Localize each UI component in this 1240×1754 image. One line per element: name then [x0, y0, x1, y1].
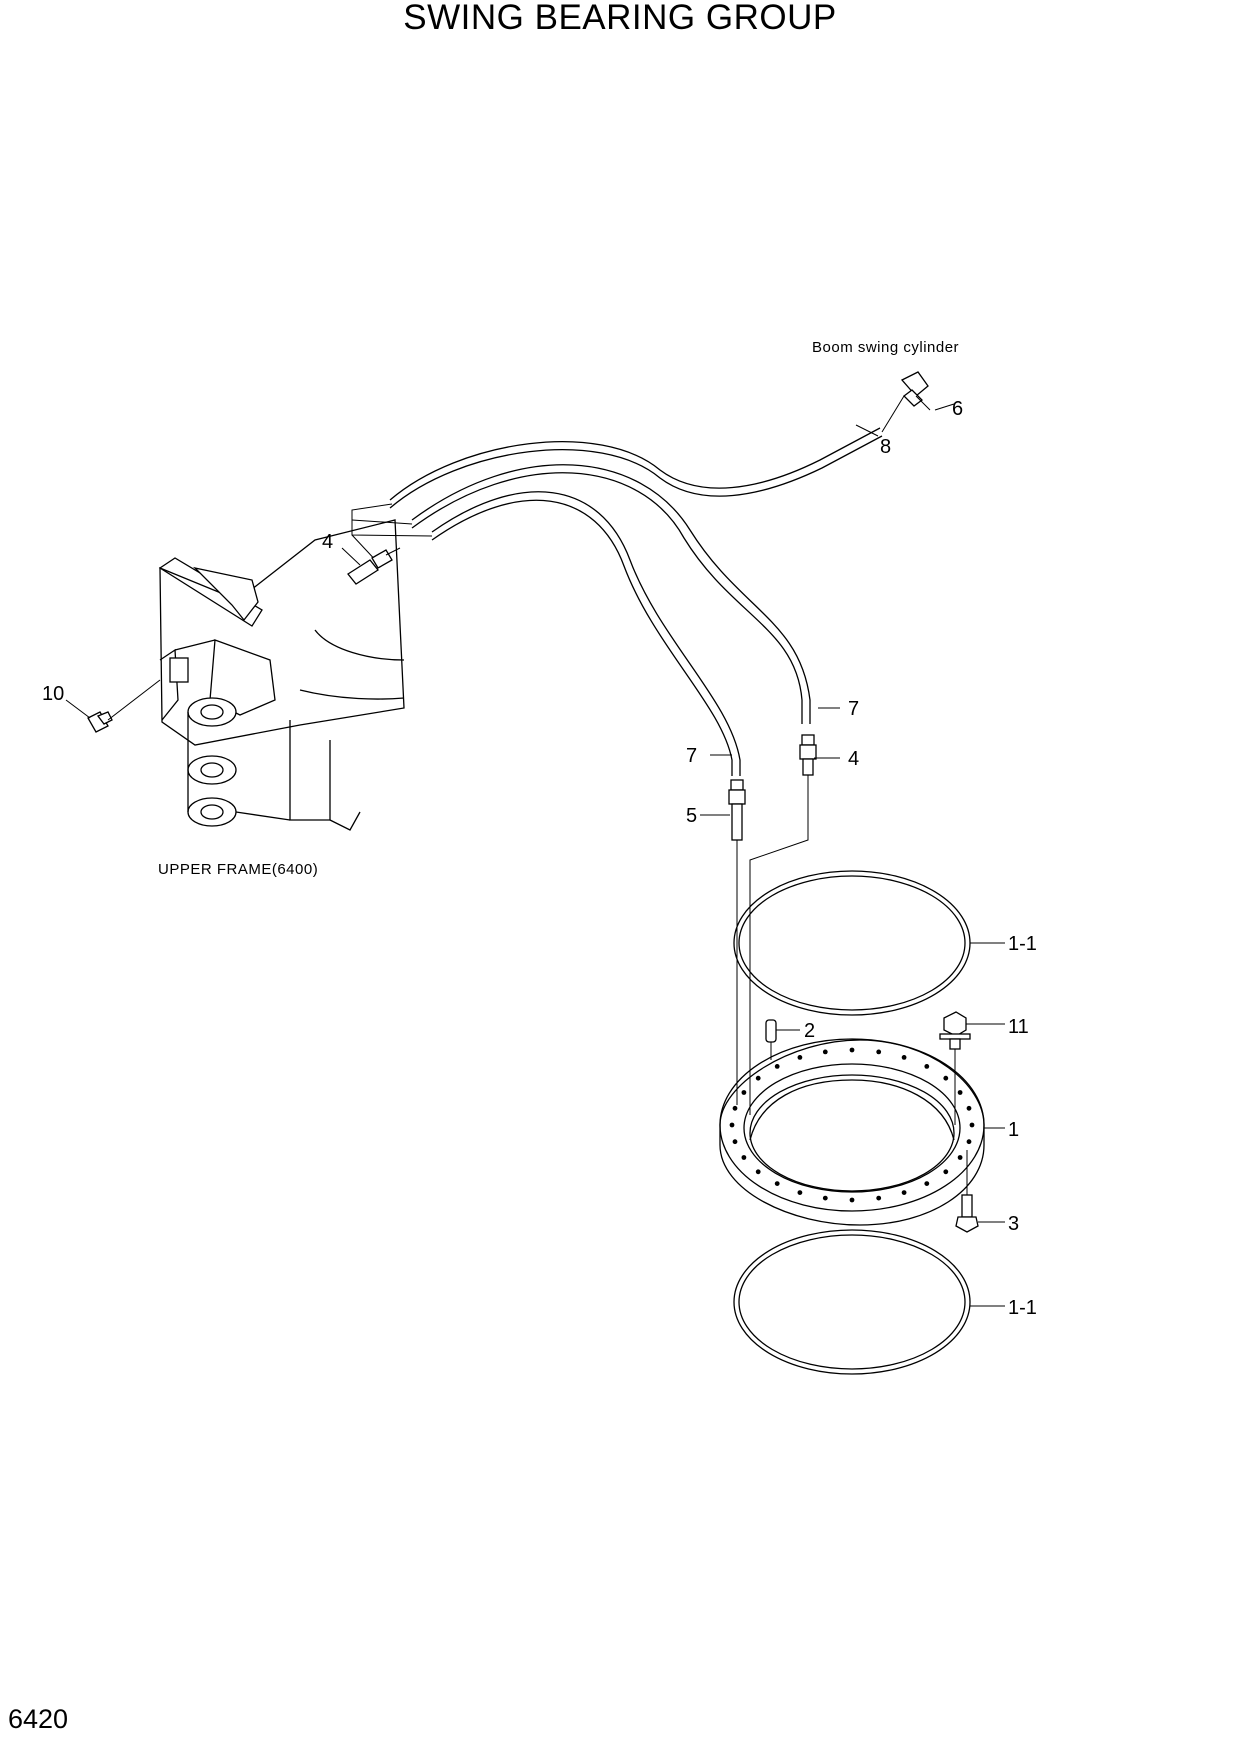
fitting-4-lower [749, 734, 817, 1115]
callout-8: 8 [880, 436, 891, 458]
bolt-hole [901, 1190, 907, 1195]
bolt-hole [957, 1155, 963, 1160]
bolt-hole [901, 1055, 907, 1060]
bolt-3 [955, 1150, 1005, 1233]
swing-bearing [719, 1038, 985, 1226]
bolt-hole [849, 1197, 855, 1203]
upper-frame [158, 519, 405, 831]
fitting-6 [881, 371, 931, 433]
callout-1: 1 [1008, 1119, 1019, 1141]
boom-swing-cylinder-note: Boom swing cylinder [812, 339, 959, 356]
page-title: SWING BEARING GROUP [403, 0, 837, 37]
callout-7-left: 7 [686, 745, 697, 767]
bolt-hole [876, 1049, 882, 1055]
frame-boss-middle [187, 755, 237, 785]
bearing-bolt-holes [729, 1047, 975, 1203]
frame-boss-top [187, 697, 237, 727]
callout-2: 2 [804, 1020, 815, 1042]
bolt-hole [741, 1155, 747, 1160]
callout-6: 6 [952, 398, 963, 420]
callout-10: 10 [42, 683, 64, 705]
bolt-hole [924, 1064, 930, 1069]
leader-lines [65, 403, 1005, 1307]
bolt-hole [729, 1122, 735, 1128]
callout-7-right: 7 [848, 698, 859, 720]
callout-1-1-upper: 1-1 [1008, 933, 1037, 955]
o-ring-lower [733, 1229, 971, 1375]
bolt-hole [943, 1169, 949, 1175]
bolt-hole [822, 1049, 828, 1055]
fitting-4-upper [347, 547, 401, 585]
bolt-hole [822, 1195, 828, 1201]
callout-3: 3 [1008, 1213, 1019, 1235]
callout-4-lower: 4 [848, 748, 859, 770]
pin-2 [765, 1019, 800, 1060]
bolt-hole [755, 1075, 761, 1081]
bolt-hole [797, 1055, 803, 1060]
callout-11: 11 [1008, 1016, 1029, 1038]
bolt-hole [966, 1105, 972, 1111]
bolt-hole [969, 1122, 975, 1128]
bolt-hole [732, 1105, 738, 1111]
page-number: 6420 [8, 1704, 69, 1734]
bolt-hole [966, 1139, 972, 1145]
bolt-hole [774, 1064, 780, 1069]
bolt-hole [849, 1047, 855, 1053]
fitting-5 [728, 779, 746, 1105]
frame-port [169, 657, 189, 683]
bolt-hole [755, 1169, 761, 1175]
bolt-hole [924, 1181, 930, 1186]
fitting-10 [87, 679, 161, 733]
o-ring-upper [733, 870, 971, 1016]
callout-5: 5 [686, 805, 697, 827]
bolt-hole [957, 1090, 963, 1095]
frame-boss-bottom [187, 797, 237, 827]
bolt-hole [876, 1195, 882, 1201]
bolt-hole [943, 1075, 949, 1081]
bolt-hole [797, 1190, 803, 1195]
hose-lines [351, 427, 883, 776]
callout-1-1-lower: 1-1 [1008, 1297, 1037, 1319]
callout-4-upper: 4 [322, 531, 333, 553]
bolt-hole [774, 1181, 780, 1186]
upper-frame-note: UPPER FRAME(6400) [158, 861, 318, 878]
bolt-hole [741, 1090, 747, 1095]
bolt-11 [939, 1011, 1005, 1125]
bolt-hole [732, 1139, 738, 1145]
